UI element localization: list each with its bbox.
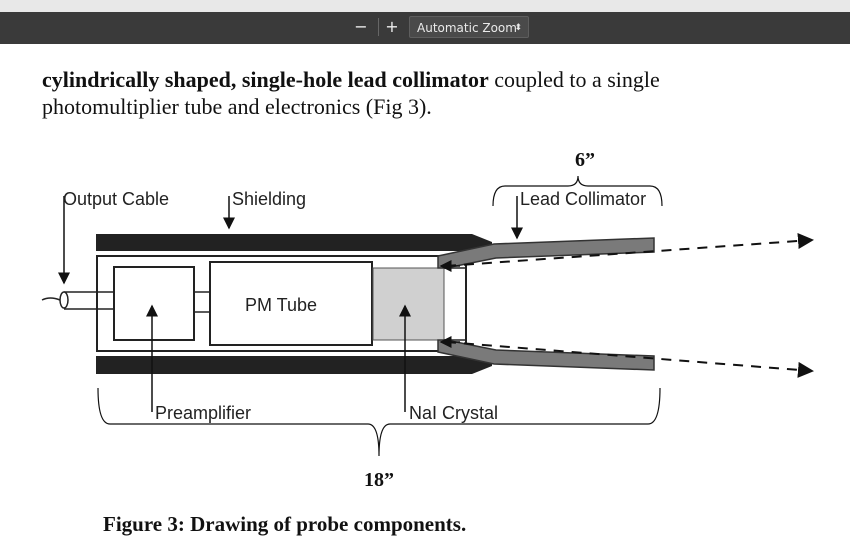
lead-collimator-top xyxy=(437,237,655,269)
zoom-select[interactable]: Automatic Zoom ⬍ xyxy=(409,16,529,38)
figure-caption: Figure 3: Drawing of probe components. xyxy=(103,512,467,536)
zoom-select-value: Automatic Zoom xyxy=(417,21,517,35)
collimator-length-brace xyxy=(492,175,663,207)
shielding-label: Shielding xyxy=(232,189,306,209)
nai-crystal xyxy=(372,267,445,341)
preamplifier-box xyxy=(113,266,195,341)
paragraph-text: coupled to a single photomultiplier tube… xyxy=(42,67,660,119)
output-cable-label: Output Cable xyxy=(63,189,169,209)
zoom-out-button[interactable]: − xyxy=(354,17,368,36)
pm-tube xyxy=(209,261,373,346)
zoom-in-button[interactable]: + xyxy=(385,17,399,36)
shielding-bottom xyxy=(96,356,492,374)
body-paragraph: cylindrically shaped, single-hole lead c… xyxy=(42,66,802,120)
ray-bottom xyxy=(445,341,814,378)
pdf-toolbar: − + Automatic Zoom ⬍ xyxy=(0,0,850,44)
chevron-updown-icon: ⬍ xyxy=(514,23,522,33)
collimator-length-label: 6” xyxy=(575,149,595,171)
nai-crystal-label: NaI Crystal xyxy=(409,403,498,423)
probe-diagram: Output Cable Shielding Lead Collimator P… xyxy=(41,149,814,491)
total-length-brace xyxy=(97,387,661,457)
ray-top xyxy=(445,233,814,267)
housing xyxy=(96,255,467,352)
toolbar-separator xyxy=(378,18,379,36)
pm-tube-label: PM Tube xyxy=(245,295,317,315)
shielding-top xyxy=(96,234,492,251)
total-length-label: 18” xyxy=(364,469,394,491)
preamplifier-label: Preamplifier xyxy=(155,403,251,423)
paragraph-bold-text: cylindrically shaped, single-hole lead c… xyxy=(42,67,489,92)
lead-collimator-label: Lead Collimator xyxy=(520,189,646,209)
